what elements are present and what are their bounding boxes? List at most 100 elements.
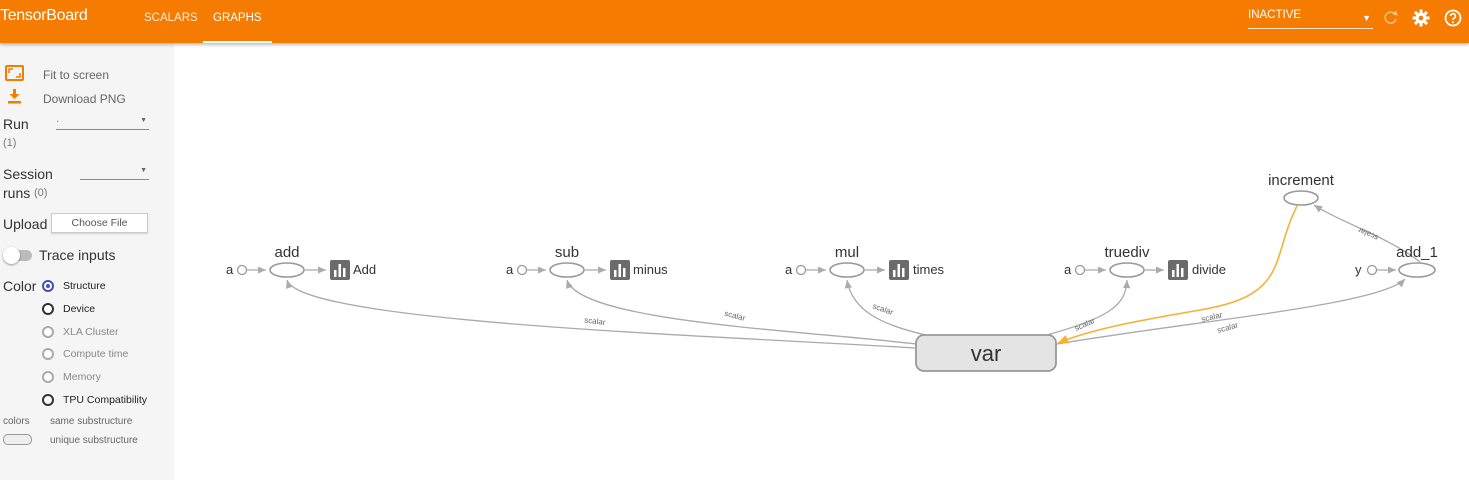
input-node — [516, 264, 528, 276]
edge-var-sub — [565, 279, 917, 345]
edge-label: scalar — [1073, 316, 1096, 333]
svg-text:scalar: scalar — [1216, 320, 1239, 335]
op-node — [829, 262, 865, 278]
toggle-knob[interactable] — [3, 247, 20, 264]
chevron-down-icon: ▼ — [140, 167, 147, 174]
download-icon[interactable] — [7, 88, 22, 107]
top-bar: TensorBoard SCALARS GRAPHS INACTIVE ▼ — [0, 0, 1469, 43]
graph-canvas[interactable]: scalar scalar scalar scalar scalar scala… — [174, 43, 1469, 480]
session-count: (0) — [34, 187, 48, 199]
op-node — [549, 262, 585, 278]
var-node[interactable]: var — [915, 334, 1057, 372]
edge-labels: scalar scalar scalar scalar scalar scala… — [584, 225, 1380, 335]
legend-same-label: same substructure — [50, 416, 133, 427]
tab-graphs[interactable]: GRAPHS — [203, 0, 272, 43]
session-select[interactable]: ▼ — [80, 166, 149, 180]
var-label: var — [971, 341, 1002, 366]
edge-increment-var — [1057, 205, 1298, 344]
run-value: . — [56, 113, 60, 125]
status-select[interactable]: INACTIVE ▼ — [1248, 9, 1373, 29]
chevron-down-icon: ▼ — [1362, 13, 1371, 23]
summary-icon — [1168, 260, 1188, 280]
op-group-sub[interactable]: sub a minus — [506, 244, 668, 280]
fit-to-screen-button[interactable]: Fit to screen — [43, 68, 110, 82]
status-value: INACTIVE — [1248, 9, 1302, 21]
edge-label: scalar — [1356, 225, 1379, 242]
edge-add1-increment — [1313, 204, 1421, 263]
input-label: y — [1355, 262, 1362, 277]
summary-icon — [610, 260, 630, 280]
op-group-increment[interactable]: increment — [1268, 172, 1335, 206]
edge-label: scalar — [584, 316, 607, 328]
svg-text:scalar: scalar — [871, 301, 894, 317]
color-radio-tpu[interactable] — [42, 394, 54, 406]
input-label: a — [785, 262, 793, 277]
op-group-truediv[interactable]: truediv a divide — [1064, 244, 1226, 280]
choose-file-button[interactable]: Choose File — [51, 213, 148, 233]
output-label: Add — [353, 262, 376, 277]
input-label: a — [506, 262, 514, 277]
color-label: Color — [3, 278, 37, 294]
edge-var-mul — [844, 279, 931, 337]
op-node — [1109, 262, 1145, 278]
color-option-label: Structure — [63, 280, 106, 292]
edge-var-add — [286, 279, 917, 349]
refresh-icon[interactable] — [1381, 8, 1401, 28]
svg-text:scalar: scalar — [1073, 316, 1096, 333]
color-option-label: Device — [63, 303, 96, 315]
op-group-add-1[interactable]: add_1 y — [1355, 244, 1438, 278]
sidebar: Fit to screen Download PNG Run (1) . ▼ S… — [0, 43, 174, 480]
legend-colors-label: colors — [3, 416, 30, 427]
svg-text:scalar: scalar — [1356, 225, 1379, 242]
color-radio-compute-time — [42, 348, 54, 360]
gear-icon[interactable] — [1411, 8, 1431, 28]
input-node — [1074, 264, 1086, 276]
op-label: truediv — [1104, 244, 1150, 261]
op-node — [1283, 190, 1319, 206]
session-runs-label: runs — [3, 185, 31, 201]
input-node — [236, 264, 248, 276]
edge-label: scalar — [1216, 320, 1239, 335]
input-node — [795, 264, 807, 276]
edge-label: scalar — [871, 301, 894, 317]
run-select[interactable]: . ▼ — [56, 113, 149, 130]
fit-to-screen-icon[interactable] — [5, 65, 24, 84]
op-label: add_1 — [1396, 244, 1438, 261]
color-option-label: Compute time — [63, 348, 129, 360]
app-title: TensorBoard — [0, 7, 88, 24]
color-radio-structure[interactable] — [42, 280, 54, 292]
download-png-button[interactable]: Download PNG — [43, 92, 126, 106]
color-option-label: Memory — [63, 371, 101, 383]
op-group-mul[interactable]: mul a times — [785, 244, 945, 280]
op-label: increment — [1268, 172, 1335, 189]
svg-text:scalar: scalar — [584, 316, 607, 328]
color-option-label: TPU Compatibility — [63, 394, 148, 406]
summary-icon — [330, 260, 350, 280]
op-group-add[interactable]: add a Add — [226, 244, 376, 280]
op-label: mul — [835, 244, 859, 261]
edge-var-truediv — [1042, 279, 1131, 337]
color-radio-device[interactable] — [42, 303, 54, 315]
op-label: sub — [555, 244, 579, 261]
input-node — [1366, 264, 1378, 276]
session-label: Session — [3, 166, 53, 182]
svg-text:scalar: scalar — [723, 309, 746, 323]
op-node — [269, 262, 305, 278]
output-label: minus — [633, 262, 668, 277]
edge-label: scalar — [723, 309, 746, 323]
op-label: add — [274, 244, 299, 261]
legend-unique-label: unique substructure — [50, 435, 138, 446]
trace-inputs-label: Trace inputs — [39, 247, 116, 263]
tab-scalars[interactable]: SCALARS — [144, 12, 198, 24]
output-label: times — [913, 262, 945, 277]
input-label: a — [226, 262, 234, 277]
summary-icon — [889, 260, 909, 280]
upload-label: Upload — [3, 216, 48, 232]
edges — [286, 204, 1421, 349]
input-label: a — [1064, 262, 1072, 277]
op-node — [1398, 262, 1436, 278]
help-icon[interactable] — [1443, 8, 1463, 28]
color-radio-xla-cluster — [42, 326, 54, 338]
color-radio-memory — [42, 371, 54, 383]
run-count: (1) — [3, 137, 17, 149]
